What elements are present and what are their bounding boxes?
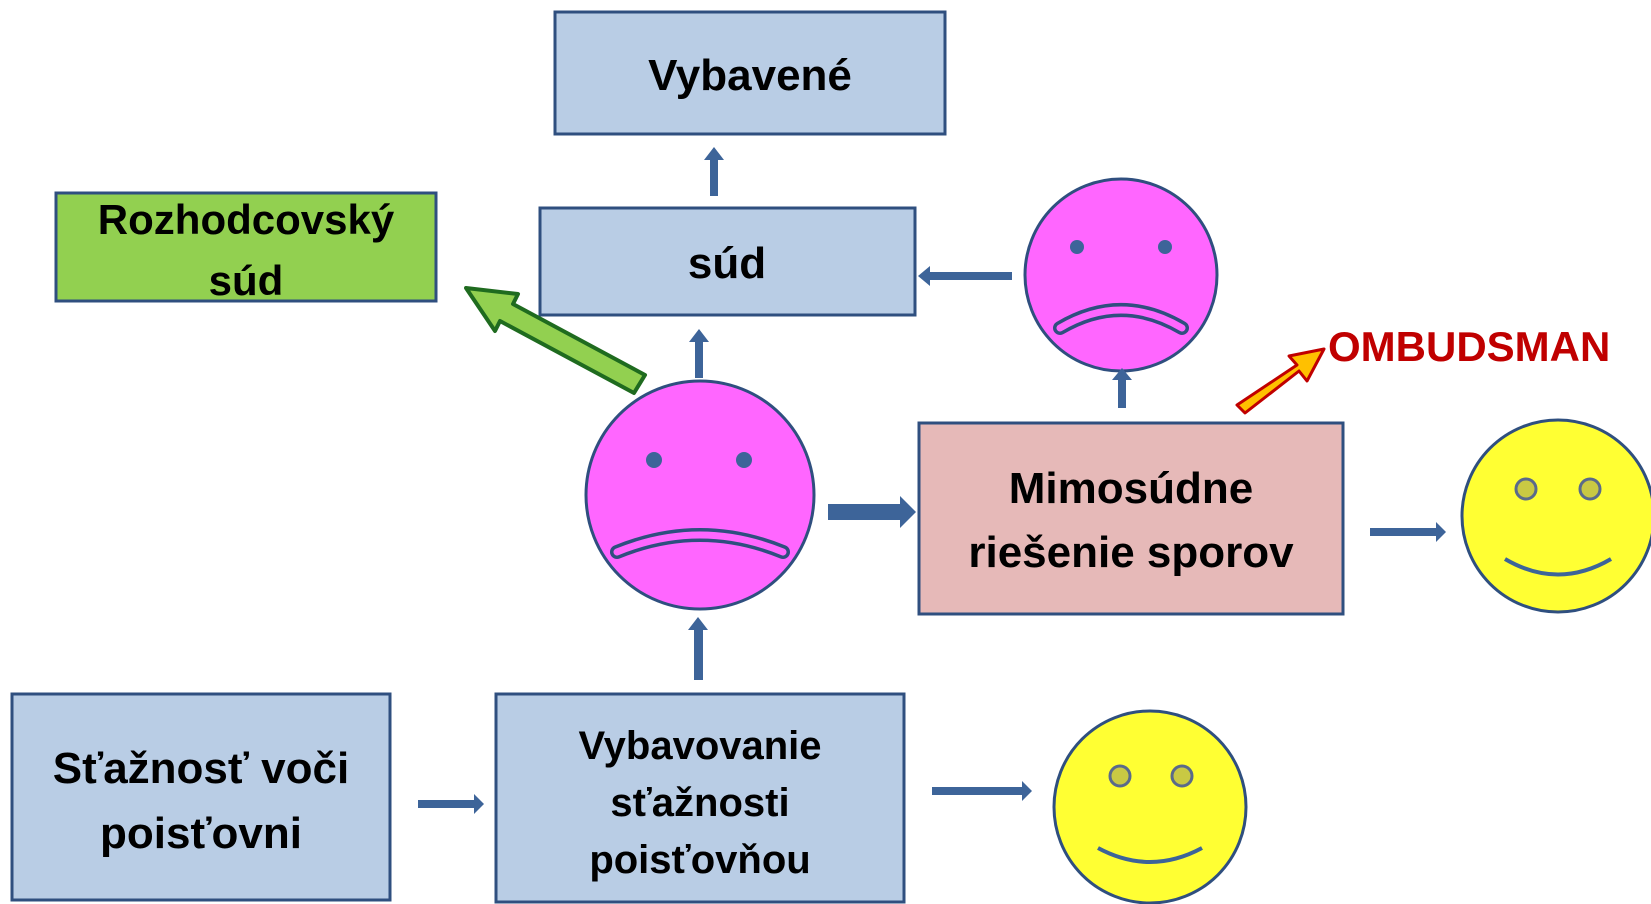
complaint-label-line1: Sťažnosť voči bbox=[53, 744, 349, 793]
court-label: súd bbox=[688, 239, 766, 288]
handling-label-line1: Vybavovanie bbox=[578, 724, 821, 768]
adr-label-line1: Mimosúdne bbox=[1009, 464, 1253, 513]
svg-text:Rozhodcovský: Rozhodcovský bbox=[98, 196, 395, 243]
svg-text:Mimosúdne: Mimosúdne bbox=[1009, 464, 1253, 513]
handling-box: Vybavovanie sťažnosti poisťovňou bbox=[494, 692, 906, 904]
svg-text:riešenie sporov: riešenie sporov bbox=[968, 528, 1294, 577]
handling-label-line3: poisťovňou bbox=[589, 838, 810, 882]
arrow-to-arbitration bbox=[464, 286, 647, 395]
svg-text:súd: súd bbox=[209, 257, 284, 304]
arrow-complaint-to-handling bbox=[418, 794, 484, 814]
arrow-adr-to-happy bbox=[1370, 522, 1446, 542]
svg-text:Sťažnosť voči: Sťažnosť voči bbox=[53, 744, 349, 793]
arrow-sad-to-adr bbox=[828, 496, 916, 528]
svg-text:Vybavovanie: Vybavovanie bbox=[578, 724, 821, 768]
svg-text:súd: súd bbox=[688, 239, 766, 288]
ombudsman-label: OMBUDSMAN bbox=[1328, 323, 1610, 370]
svg-text:poisťovňou: poisťovňou bbox=[589, 838, 810, 882]
smiley-face-icon bbox=[1052, 709, 1248, 904]
arrow-adr-to-sad bbox=[1112, 368, 1132, 408]
settled-box: Vybavené bbox=[553, 10, 947, 136]
arrow-handling-to-happy bbox=[932, 781, 1032, 801]
arrow-handling-to-sad bbox=[688, 617, 708, 680]
arrow-to-ombudsman bbox=[1235, 347, 1326, 415]
svg-text:sťažnosti: sťažnosti bbox=[610, 781, 789, 825]
complaint-box: Sťažnosť voči poisťovni bbox=[10, 692, 392, 902]
adr-box: Mimosúdne riešenie sporov bbox=[917, 421, 1345, 616]
arrow-sad-to-court-left bbox=[918, 266, 1012, 286]
court-box: súd bbox=[538, 206, 917, 317]
sad-face-icon bbox=[1023, 177, 1219, 373]
settled-label: Vybavené bbox=[648, 51, 852, 100]
svg-text:Vybavené: Vybavené bbox=[648, 51, 852, 100]
arbitration-label-line2: súd bbox=[209, 257, 284, 304]
arbitration-label-line1: Rozhodcovský bbox=[98, 196, 395, 243]
handling-label-line2: sťažnosti bbox=[610, 781, 789, 825]
smiley-face-icon bbox=[1460, 418, 1651, 614]
sad-face-icon bbox=[584, 379, 816, 611]
arrow-sad-to-court bbox=[689, 329, 709, 378]
svg-text:poisťovni: poisťovni bbox=[100, 809, 302, 858]
arrow-court-to-settled bbox=[704, 147, 724, 196]
complaint-label-line2: poisťovni bbox=[100, 809, 302, 858]
adr-label-line2: riešenie sporov bbox=[968, 528, 1294, 577]
arbitration-box: Rozhodcovský súd bbox=[54, 191, 438, 304]
